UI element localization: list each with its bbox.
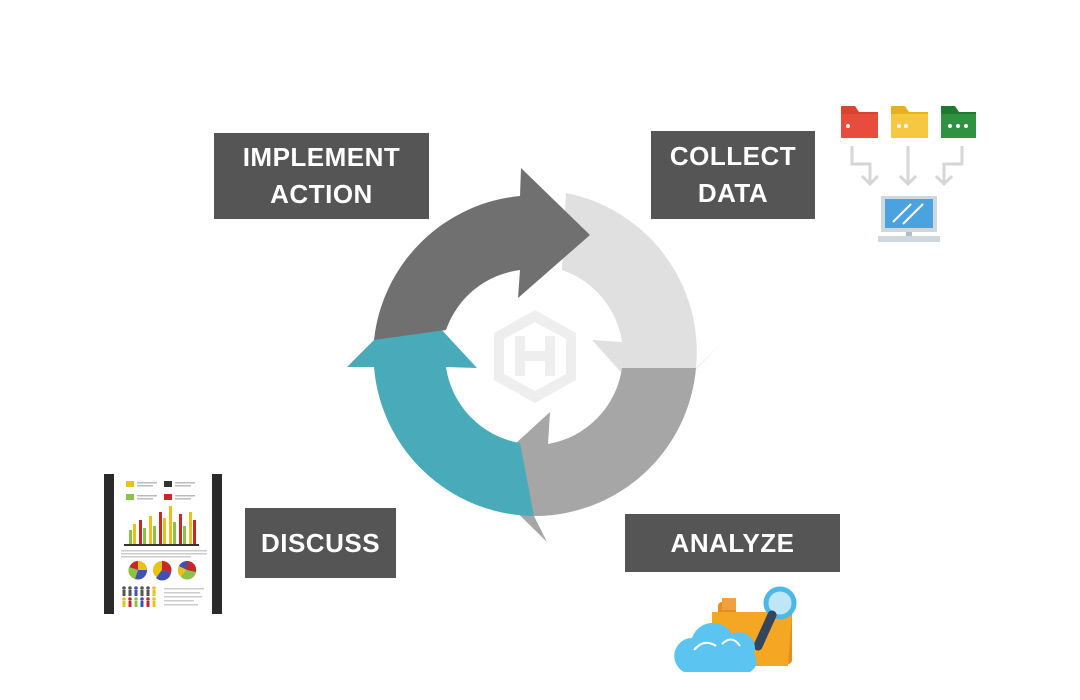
step-collect-line1: COLLECT bbox=[669, 141, 797, 171]
step-analyze-label: ANALYZE bbox=[625, 514, 840, 572]
cycle-arrow-collect-to-analyze bbox=[562, 193, 722, 410]
cycle-arrow-discuss-to-implement bbox=[347, 300, 534, 516]
step-collect-data-label: COLLECT DATA bbox=[651, 131, 815, 219]
cycle-arrow-analyze-to-discuss bbox=[480, 368, 696, 542]
step-collect-line2: DATA bbox=[697, 178, 769, 208]
step-analyze-text: ANALYZE bbox=[670, 527, 795, 558]
cycle-arrow-implement-to-collect bbox=[374, 168, 590, 340]
step-implement-line2: ACTION bbox=[270, 179, 373, 209]
step-implement-line1: IMPLEMENT bbox=[242, 142, 401, 172]
step-implement-action-label: IMPLEMENT ACTION bbox=[214, 133, 429, 219]
hexagon-h-logo-icon bbox=[494, 310, 576, 403]
step-discuss-text: DISCUSS bbox=[260, 527, 381, 558]
step-discuss-label: DISCUSS bbox=[245, 508, 396, 578]
